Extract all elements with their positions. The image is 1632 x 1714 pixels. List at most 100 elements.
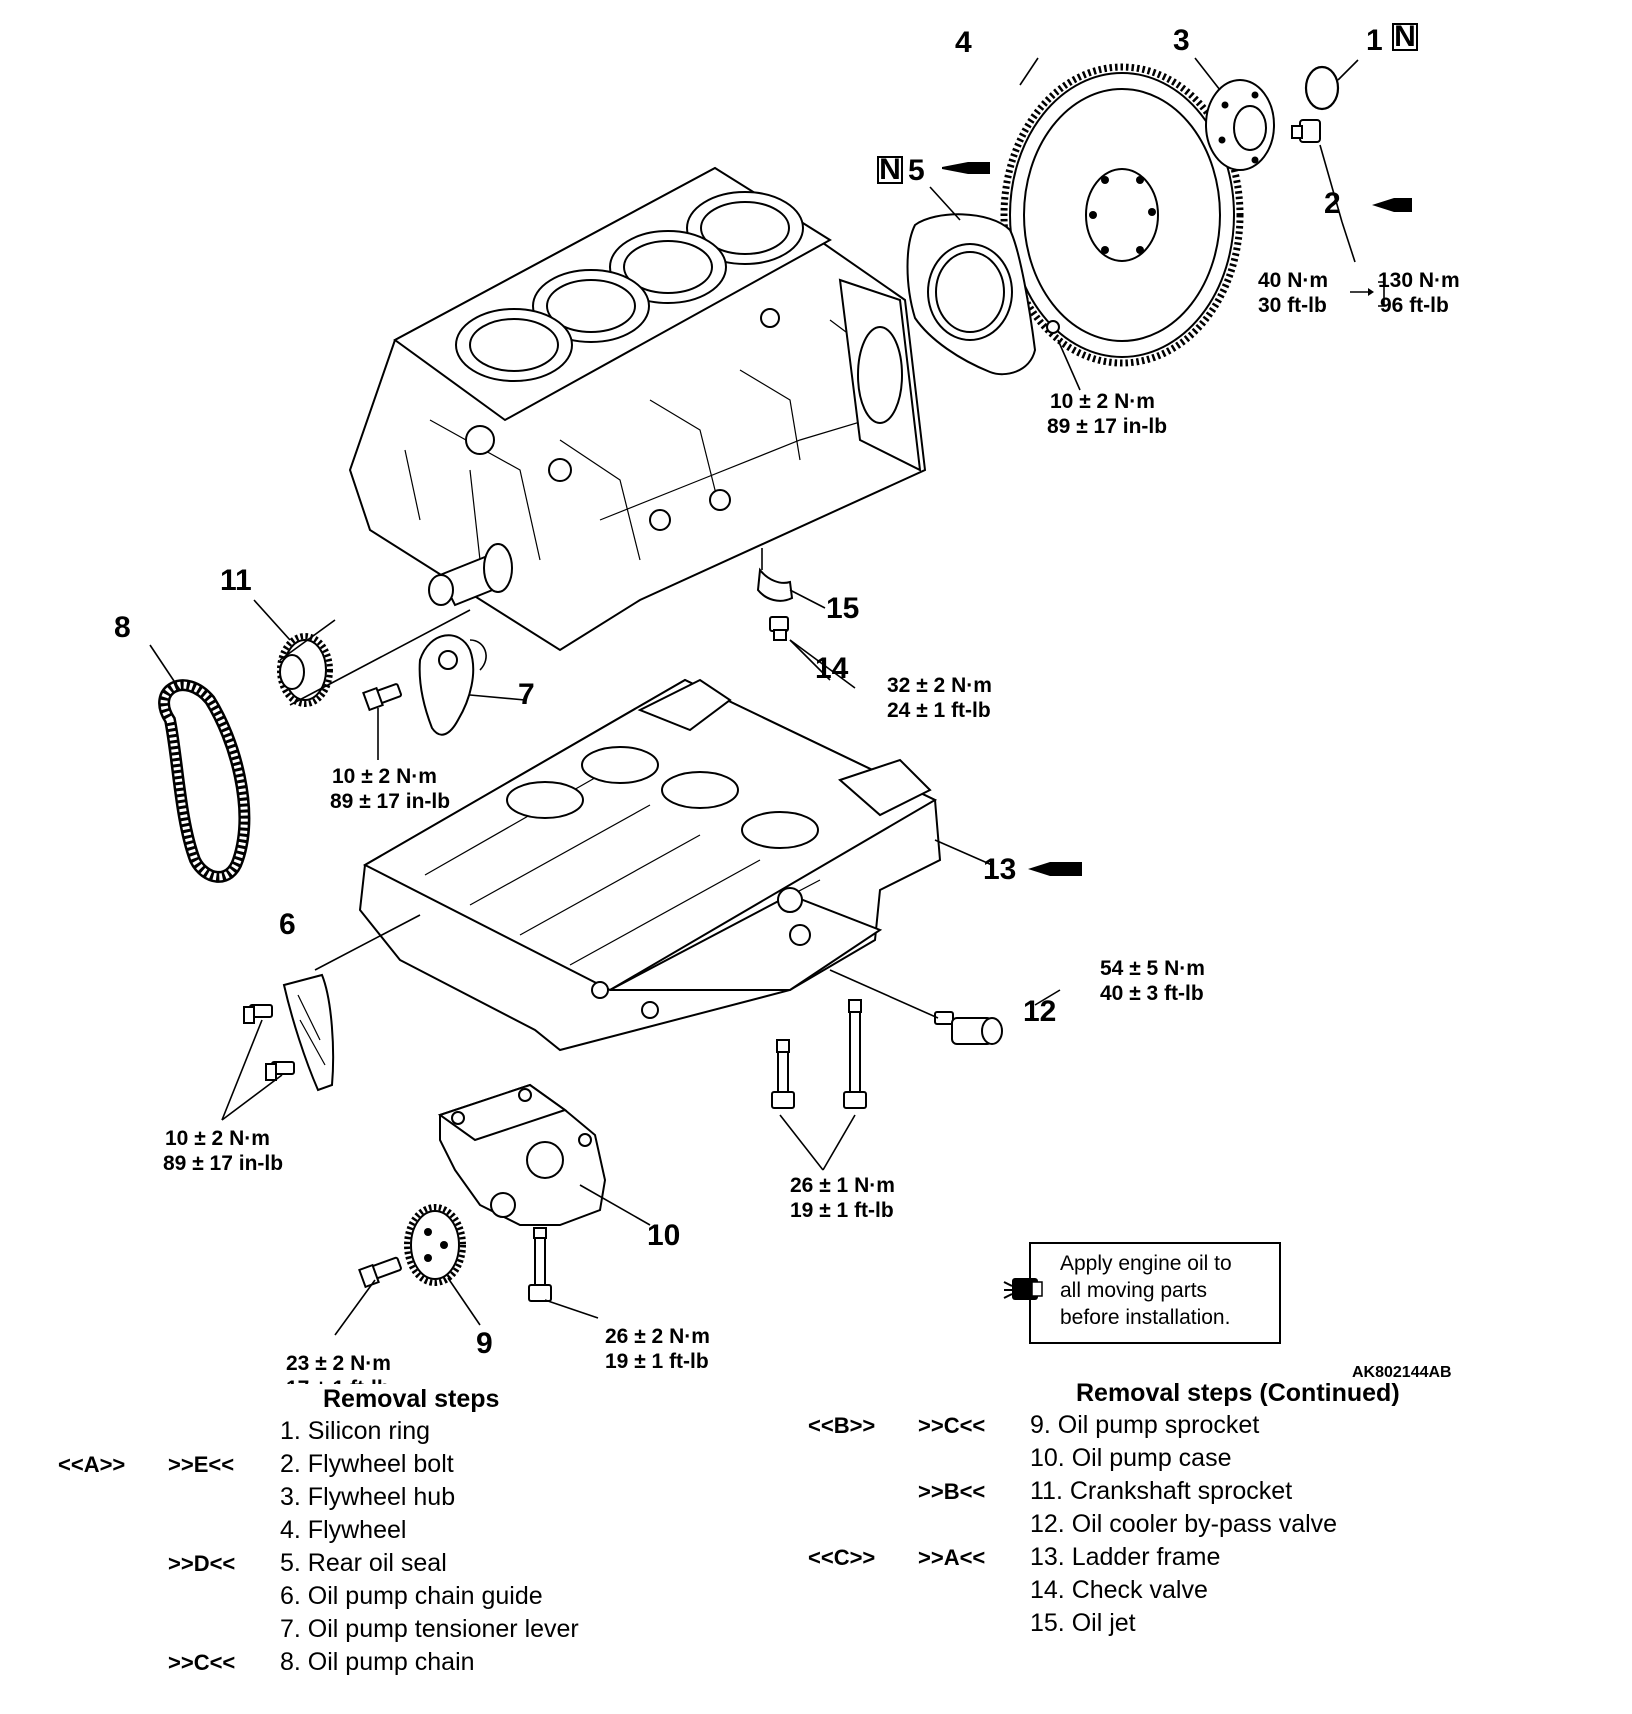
- step-label: 14. Check valve: [1030, 1576, 1208, 1604]
- callout-15: 15: [826, 592, 859, 625]
- note-line-2: all moving parts: [1060, 1279, 1207, 1302]
- step-label: 12. Oil cooler by-pass valve: [1030, 1510, 1338, 1538]
- step-row: 3. Flywheel hub: [58, 1481, 678, 1514]
- step-row: 1. Silicon ring: [58, 1415, 678, 1448]
- step-row: >>C<<8. Oil pump chain: [58, 1646, 678, 1679]
- chain-guide-bolt-lower: [265, 1061, 295, 1081]
- oil-pump-sprocket: [404, 1204, 466, 1286]
- torque-pump-case-ftlb: 19 ± 1 ft-lb: [605, 1350, 709, 1373]
- oil-pump-case-bolt: [528, 1227, 552, 1302]
- removal-steps-continued: Removal steps (Continued) <<B>>>>C<<9. O…: [808, 1377, 1448, 1640]
- callout-5: 5: [908, 154, 925, 187]
- flywheel: [1000, 63, 1244, 367]
- ladder-frame: [358, 678, 942, 1052]
- callout-10: 10: [647, 1219, 680, 1252]
- oil-pump-chain-guide: [282, 973, 335, 1092]
- chain-guide-bolt-upper: [243, 1004, 273, 1024]
- new-part-mark-1: N: [1392, 20, 1418, 53]
- oil-pump-chain: [158, 679, 251, 883]
- step-row: <<B>> >>C<< 9. Oil pump sprocket: [808, 1409, 1448, 1442]
- oil-pump-sprocket-bolt: [358, 1256, 402, 1289]
- oil-pump-tensioner-lever: [418, 634, 487, 736]
- torque-flywheel-first-ftlb: 30 ft-lb: [1258, 294, 1327, 317]
- step-row: <<A>> >>E<< 2. Flywheel bolt: [58, 1448, 678, 1481]
- oil-apply-arrow-13: [1028, 862, 1082, 876]
- oil-cooler-bypass-valve: [934, 1011, 1003, 1045]
- removal-marker: <<C>>: [808, 1545, 876, 1570]
- installation-marker: >>C<<: [918, 1413, 986, 1438]
- oil-apply-arrow-5: [942, 162, 990, 174]
- torque-ladder-bolts-nm: 26 ± 1 N·m: [790, 1174, 895, 1197]
- installation-marker: >>A<<: [918, 1545, 986, 1570]
- step-row: 15. Oil jet: [808, 1607, 1448, 1640]
- torque-tensioner-nm: 10 ± 2 N·m: [332, 765, 437, 788]
- leader-lines: [149, 57, 1359, 1336]
- step-row: 10. Oil pump case: [808, 1442, 1448, 1475]
- step-label: 2. Flywheel bolt: [280, 1450, 454, 1478]
- step-label: 3. Flywheel hub: [280, 1483, 456, 1511]
- rear-oil-seal: [906, 213, 1060, 376]
- removal-marker: <<A>>: [58, 1452, 126, 1477]
- note-line-1: Apply engine oil to: [1060, 1252, 1232, 1275]
- torque-bypass-valve-ftlb: 40 ± 3 ft-lb: [1100, 982, 1204, 1005]
- torque-flywheel-final-nm: 130 N·m: [1378, 269, 1460, 292]
- oil-note-box: Apply engine oil to all moving parts bef…: [1003, 1242, 1281, 1344]
- oil-pump-case: [437, 1083, 607, 1226]
- callout-12: 12: [1023, 995, 1056, 1028]
- step-label: 9. Oil pump sprocket: [1030, 1411, 1260, 1439]
- svg-text:N: N: [1394, 20, 1416, 53]
- torque-check-valve-nm: 32 ± 2 N·m: [887, 674, 992, 697]
- arrow-icon: [1350, 281, 1385, 307]
- new-part-mark-5: N: [877, 153, 903, 186]
- step-label: 10. Oil pump case: [1030, 1444, 1232, 1472]
- callout-7: 7: [518, 678, 535, 711]
- oil-apply-arrow-2: [1372, 198, 1412, 212]
- step-label: 5. Rear oil seal: [280, 1549, 447, 1577]
- step-row: 4. Flywheel: [58, 1514, 678, 1547]
- check-valve: [769, 616, 789, 641]
- step-label: 4. Flywheel: [280, 1516, 407, 1544]
- step-label: 13. Ladder frame: [1030, 1543, 1221, 1571]
- callout-9: 9: [476, 1327, 493, 1360]
- torque-chain-guide-nm: 10 ± 2 N·m: [165, 1127, 270, 1150]
- oil-can-icon: [1003, 1278, 1043, 1300]
- engine-block-illustration: N N 1 2 3 4 5 6 7 8 9 10 11 12 13 14 15 …: [114, 20, 1460, 1400]
- removal-steps-title: Removal steps: [323, 1385, 500, 1413]
- step-row: 14. Check valve: [808, 1574, 1448, 1607]
- callout-1: 1: [1366, 24, 1383, 57]
- callout-14: 14: [815, 652, 849, 685]
- installation-marker: >>E<<: [168, 1452, 235, 1477]
- step-row: <<C>> >>A<< 13. Ladder frame: [808, 1541, 1448, 1574]
- step-label: 1. Silicon ring: [280, 1417, 431, 1445]
- step-row: 7. Oil pump tensioner lever: [58, 1613, 678, 1646]
- flywheel-hub: [1205, 79, 1275, 171]
- torque-chain-guide-inlb: 89 ± 17 in-lb: [163, 1152, 283, 1175]
- figure-code: AK802144AB: [1352, 1364, 1452, 1381]
- oil-jet: [756, 548, 794, 602]
- callout-6: 6: [279, 908, 296, 941]
- tensioner-bolt: [362, 683, 402, 712]
- installation-marker: >>D<<: [168, 1551, 236, 1576]
- step-label: 11. Crankshaft sprocket: [1030, 1477, 1293, 1505]
- callout-13: 13: [983, 853, 1016, 886]
- callout-8: 8: [114, 611, 131, 644]
- torque-rear-seal-inlb: 89 ± 17 in-lb: [1047, 415, 1167, 438]
- flywheel-bolt: [1291, 119, 1321, 143]
- ladder-frame-bolts: [771, 999, 867, 1109]
- torque-bypass-valve-nm: 54 ± 5 N·m: [1100, 957, 1205, 980]
- silicon-ring: [1304, 65, 1340, 111]
- callout-4: 4: [955, 26, 972, 59]
- crankshaft-sprocket: [277, 633, 333, 707]
- step-label: 6. Oil pump chain guide: [280, 1582, 543, 1610]
- cylinder-block: [348, 166, 927, 652]
- step-row: >>D<< 5. Rear oil seal: [58, 1547, 678, 1580]
- removal-marker: <<B>>: [808, 1413, 876, 1438]
- step-row: 12. Oil cooler by-pass valve: [808, 1508, 1448, 1541]
- step-row: 6. Oil pump chain guide: [58, 1580, 678, 1613]
- step-label: 8. Oil pump chain: [280, 1648, 475, 1676]
- step-row: >>B<<11. Crankshaft sprocket: [808, 1475, 1448, 1508]
- step-label: 15. Oil jet: [1030, 1609, 1136, 1637]
- torque-sprocket-ftlb-clipped: 17 ± 1 ft-lb: [286, 1377, 390, 1400]
- svg-text:N: N: [879, 153, 901, 186]
